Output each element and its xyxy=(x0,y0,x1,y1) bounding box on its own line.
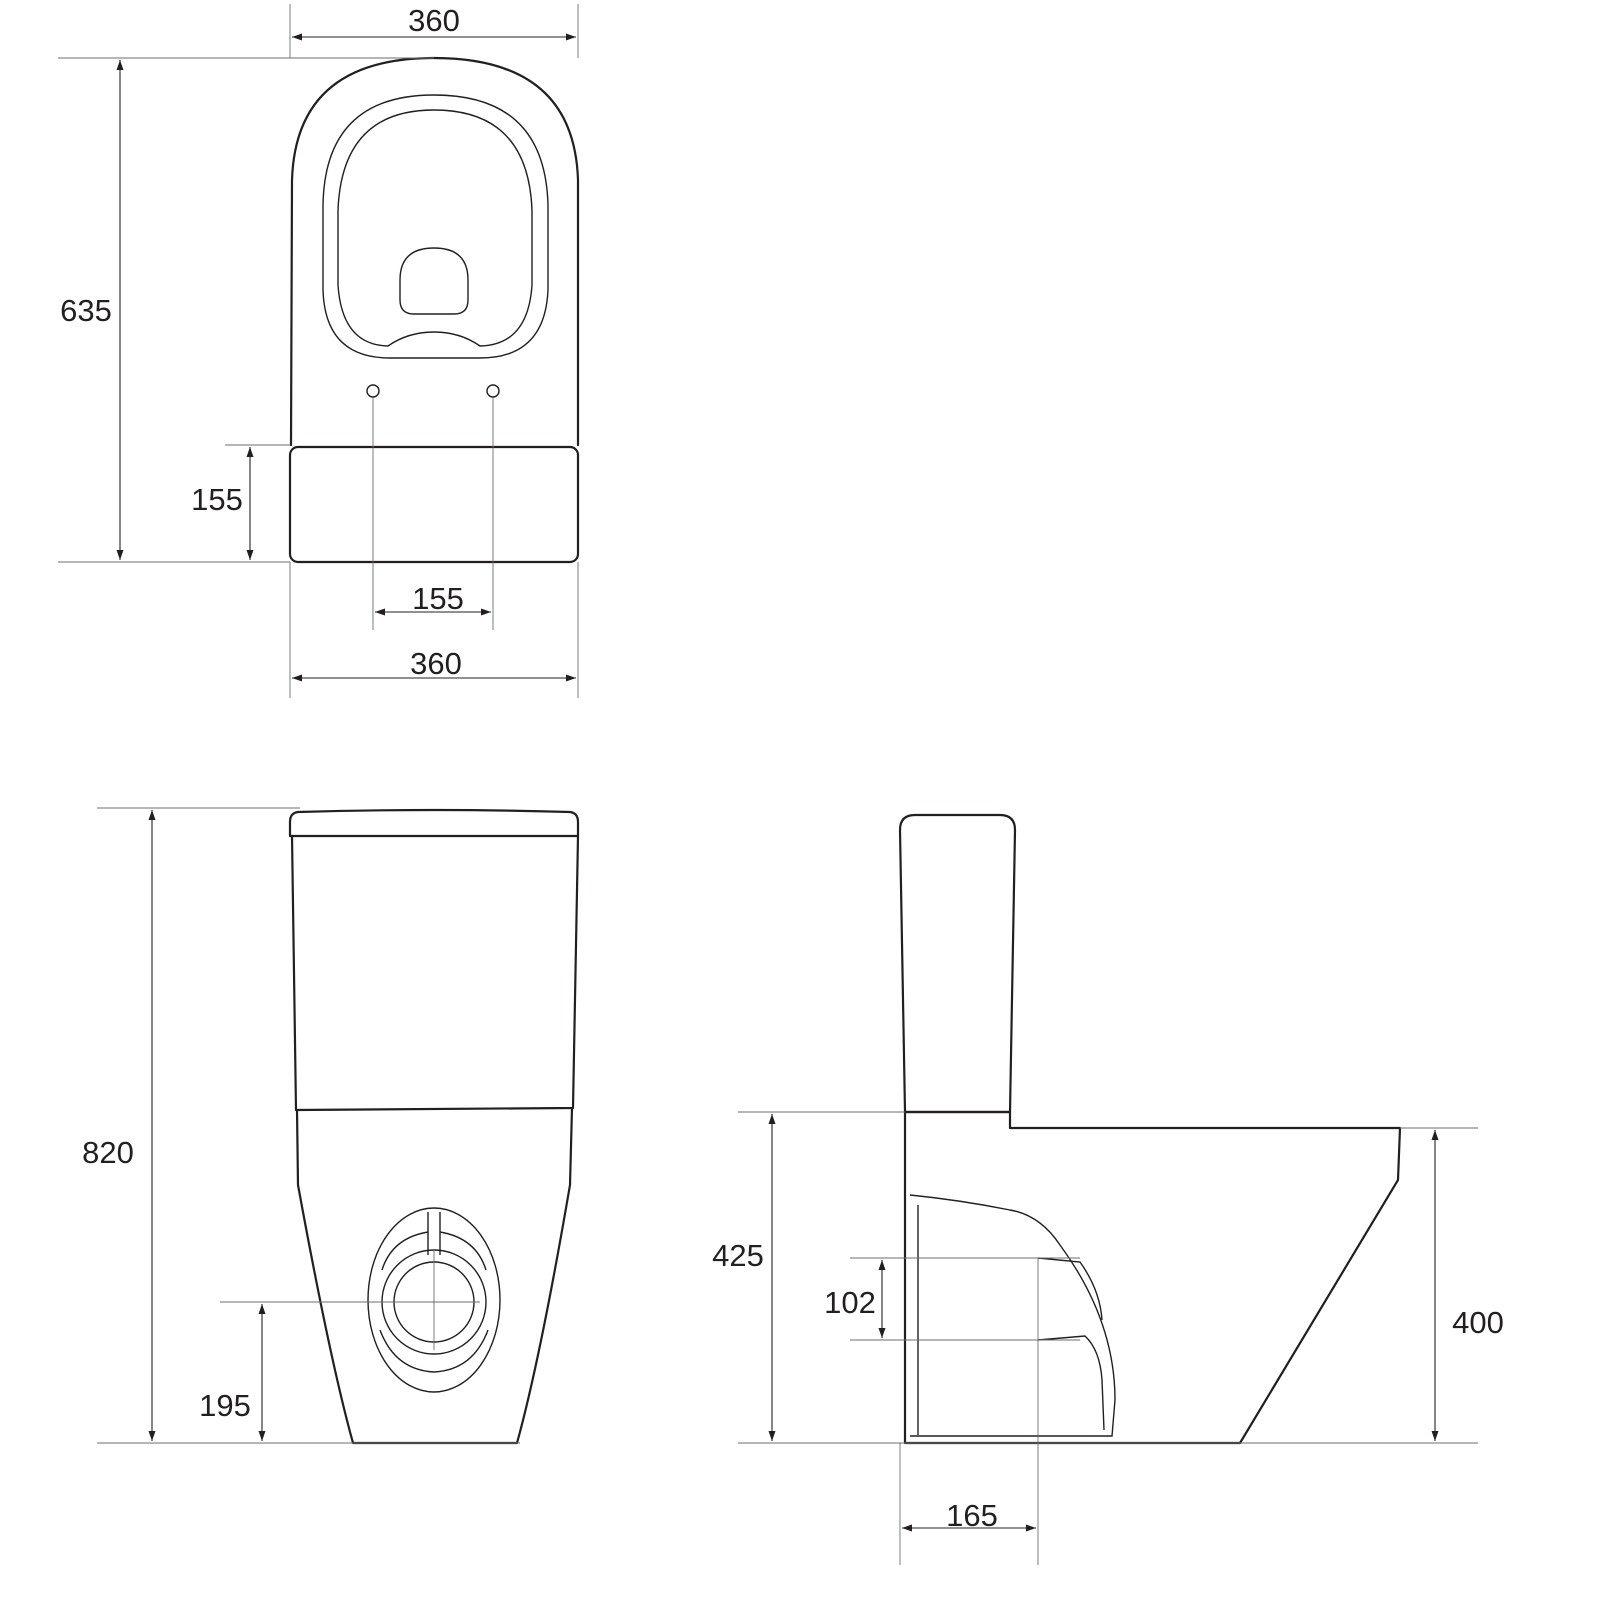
dim-seat-height: 425 xyxy=(712,1238,764,1273)
rim-outer xyxy=(322,94,549,359)
dim-tank-depth: 155 xyxy=(191,482,243,517)
dim-rim-height: 400 xyxy=(1452,1305,1504,1340)
side-tank xyxy=(898,813,1017,1114)
top-view: 360 635 155 155 360 xyxy=(58,3,580,698)
dim-outlet-height: 195 xyxy=(199,1388,251,1423)
bolt-hole-right xyxy=(486,384,500,398)
dim-outlet-offset: 165 xyxy=(946,1498,998,1533)
bowl-hole xyxy=(399,247,469,315)
tank-body xyxy=(290,834,580,1112)
dim-top-width: 360 xyxy=(408,3,460,38)
dim-depth: 635 xyxy=(60,293,112,328)
front-view: 820 195 xyxy=(82,807,580,1445)
outlet-shroud xyxy=(367,1207,501,1393)
tank-lid xyxy=(288,808,580,838)
dim-bottom-width: 360 xyxy=(410,646,462,681)
bowl-outline xyxy=(289,56,580,447)
bolt-hole-left xyxy=(366,384,380,398)
rim-inner xyxy=(337,109,533,347)
side-bowl xyxy=(903,1110,1402,1445)
side-view: 425 102 400 165 xyxy=(712,813,1504,1565)
dim-height: 820 xyxy=(82,1135,134,1170)
dim-bolt-spacing: 155 xyxy=(412,581,464,616)
pedestal xyxy=(295,1106,574,1445)
dim-outlet-diameter: 102 xyxy=(824,1285,876,1320)
tank-top xyxy=(288,445,580,564)
trap-way xyxy=(909,1194,1116,1437)
